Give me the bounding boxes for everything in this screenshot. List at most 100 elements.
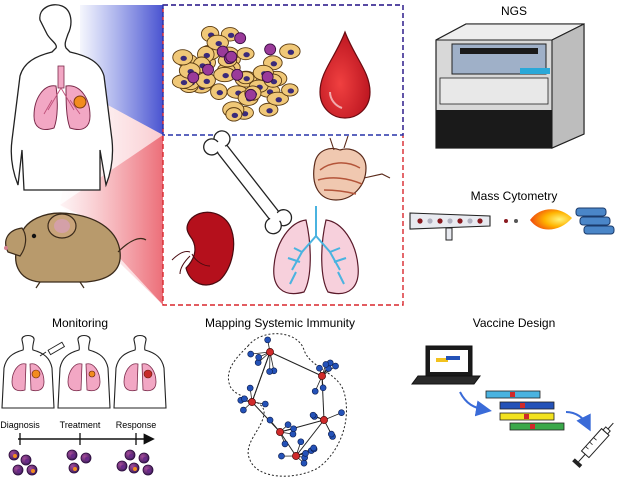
network-node — [241, 395, 248, 403]
mass-cytometry-label: Mass Cytometry — [471, 189, 558, 203]
immune-cell — [225, 50, 238, 63]
monitoring-figures — [1, 334, 167, 409]
ngs-label: NGS — [501, 4, 527, 18]
immune-cell-core — [25, 459, 29, 463]
network-hub — [276, 428, 284, 436]
tumor-cell-nucleus — [243, 52, 250, 58]
immune-cell — [261, 71, 274, 83]
tube-cell — [457, 218, 463, 224]
network-node — [338, 409, 345, 417]
network-node — [247, 350, 255, 358]
network-edge — [269, 351, 323, 377]
patient-figure — [113, 334, 167, 409]
tumor-cell-nucleus — [231, 112, 239, 118]
patient-lung — [11, 363, 27, 392]
patient-tumor — [31, 369, 41, 379]
tumor-cell-nucleus — [203, 78, 210, 84]
syringe-icon — [572, 422, 614, 468]
timeline-response: Response — [116, 420, 157, 430]
immune-cell-core — [133, 467, 137, 471]
tumor-cell-nucleus — [287, 88, 295, 94]
vaccine-label: Vaccine Design — [473, 316, 556, 330]
timeline-cells — [8, 449, 154, 476]
network-hub — [320, 416, 328, 424]
sequencer-icon — [435, 23, 585, 149]
tube-cell — [467, 218, 473, 224]
patient-lung — [67, 363, 83, 392]
stream-dot — [514, 219, 518, 223]
immune-cell-core — [129, 454, 133, 458]
tube-cell — [427, 218, 433, 224]
network-node — [316, 364, 323, 372]
vaccine-arrow-2 — [565, 411, 591, 432]
patient-lung — [123, 363, 139, 392]
mapping-label: Mapping Systemic Immunity — [205, 316, 355, 330]
immune-cell — [244, 88, 257, 101]
tumor-cell-nucleus — [222, 72, 229, 79]
tumor-cell-nucleus — [287, 49, 295, 55]
immune-cell-core — [31, 469, 35, 473]
tumor-cell-nucleus — [180, 55, 187, 61]
tube-cell — [437, 218, 443, 224]
immune-cell — [187, 71, 200, 84]
network-hub — [266, 348, 274, 356]
tube-cell — [477, 218, 483, 224]
immune-cell-core — [143, 457, 147, 461]
tube-cell — [417, 218, 423, 224]
tumor-tissue-icon — [171, 25, 301, 122]
thymus-icon — [313, 135, 391, 201]
immune-network — [228, 333, 347, 477]
human-body-icon — [10, 4, 114, 191]
network-node — [289, 430, 297, 438]
network-node — [310, 444, 317, 452]
detector-tubes-icon — [575, 207, 615, 235]
spleen-icon — [171, 211, 235, 286]
network-node — [264, 336, 271, 344]
monitoring-label: Monitoring — [52, 316, 108, 330]
timeline — [18, 433, 155, 445]
immune-cell — [264, 43, 277, 56]
tumor-cell-nucleus — [266, 108, 273, 114]
network-node — [297, 438, 305, 446]
immune-cell-core — [85, 457, 89, 461]
stream-dot — [504, 219, 508, 223]
network-node — [266, 416, 274, 424]
network-node — [319, 384, 327, 392]
tissue-panel — [162, 4, 404, 306]
timeline-treatment: Treatment — [60, 420, 101, 430]
network-edge — [251, 351, 271, 403]
immune-cell — [231, 68, 244, 81]
network-node — [255, 354, 262, 361]
tube-cell — [447, 218, 453, 224]
tumor-cell-nucleus — [243, 76, 250, 82]
immune-cell — [234, 32, 247, 45]
tumor-cell-nucleus — [180, 79, 188, 86]
network-node — [311, 387, 319, 395]
lungs-icon — [273, 206, 359, 295]
network-edge — [295, 419, 325, 457]
network-node — [332, 362, 339, 370]
tumor-cell-nucleus — [270, 61, 278, 67]
peptide-bars — [485, 390, 565, 431]
network-node — [322, 361, 330, 368]
immune-cell-core — [13, 454, 17, 458]
immune-cell-core — [73, 467, 77, 471]
network-node — [240, 406, 247, 414]
patient-tumor — [143, 369, 153, 379]
patient-lung — [85, 363, 101, 392]
tumor-cell-nucleus — [215, 40, 222, 47]
network-node — [278, 452, 285, 460]
vaccine-arrow-1 — [459, 391, 492, 417]
tumor-cell-nucleus — [216, 90, 224, 96]
network-hub — [248, 398, 256, 406]
network-hub — [318, 372, 326, 380]
immune-cell-core — [71, 454, 75, 458]
tumor-cell-nucleus — [203, 52, 210, 59]
tumor-cell-nucleus — [275, 97, 282, 103]
timeline-diagnosis: Diagnosis — [0, 420, 40, 430]
network-node — [300, 459, 308, 467]
network-node — [281, 440, 289, 448]
network-node — [290, 425, 297, 433]
laptop-icon — [411, 345, 481, 385]
